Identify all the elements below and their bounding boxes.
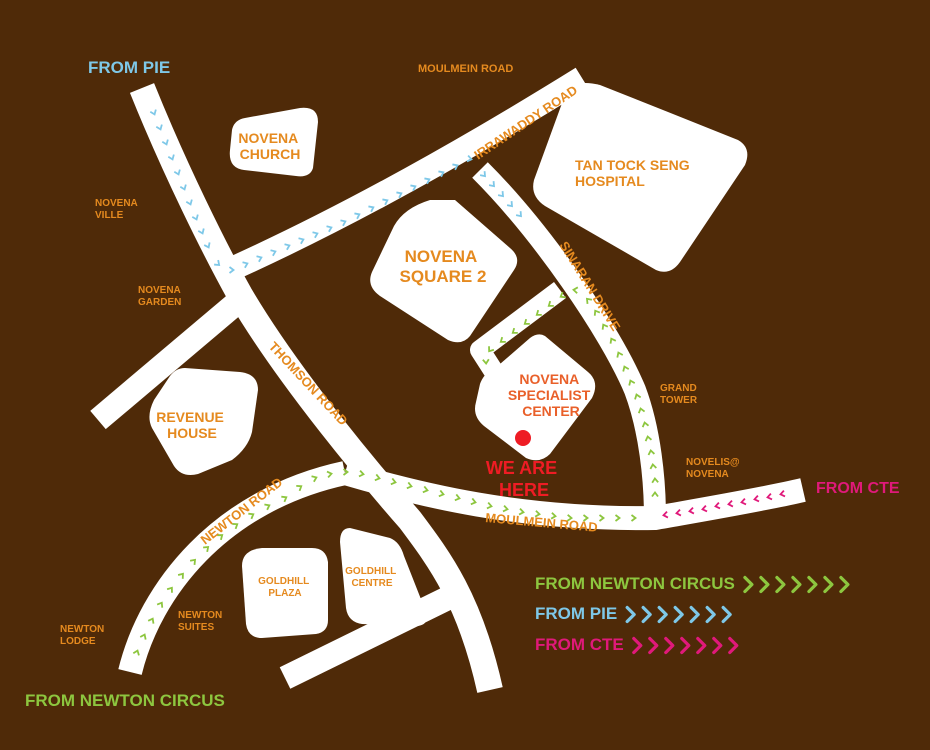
chevron-right-icon bbox=[696, 636, 707, 655]
grand-tower-label: GRAND TOWER bbox=[660, 383, 699, 406]
we-are-here-label: WE ARE HERE bbox=[486, 458, 562, 500]
chevron-right-icon bbox=[728, 636, 739, 655]
legend-item-newton: FROM NEWTON CIRCUS bbox=[535, 574, 850, 594]
from-cte-entry-label: FROM CTE bbox=[816, 480, 900, 497]
legend-item-cte: FROM CTE bbox=[535, 635, 739, 655]
newton-lodge-label: NEWTON LODGE bbox=[60, 624, 107, 647]
chevron-right-icon bbox=[712, 636, 723, 655]
location-dot-icon bbox=[515, 430, 531, 446]
revenue-house-building bbox=[149, 368, 258, 475]
chevron-right-icon bbox=[775, 575, 786, 594]
goldhill-centre-label: GOLDHILL CENTRE bbox=[345, 566, 399, 589]
chevron-right-icon bbox=[632, 636, 643, 655]
specialist-center-building bbox=[475, 334, 596, 461]
building-labels: NOVENA CHURCH TAN TOCK SENG HOSPITAL NOV… bbox=[156, 130, 694, 599]
chevron-right-icon bbox=[680, 636, 691, 655]
novena-garden-label: NOVENA GARDEN bbox=[138, 285, 183, 308]
chevron-right-icon bbox=[641, 605, 652, 624]
legend-pie-chevrons bbox=[625, 605, 732, 624]
goldhill-plaza-building bbox=[242, 548, 328, 638]
tan-tock-seng-building bbox=[533, 82, 748, 272]
buildings bbox=[149, 82, 748, 638]
place-labels: NOVENA VILLE NOVENA GARDEN GRAND TOWER N… bbox=[60, 198, 742, 647]
chevron-right-icon bbox=[807, 575, 818, 594]
revenue-house-label: REVENUE HOUSE bbox=[156, 409, 228, 441]
moulmein-road-top-label: MOULMEIN ROAD bbox=[418, 63, 513, 75]
chevron-right-icon bbox=[625, 605, 636, 624]
location-marker: WE ARE HERE bbox=[486, 430, 562, 500]
from-newton-entry-label: FROM NEWTON CIRCUS bbox=[25, 691, 225, 710]
legend-newton-label: FROM NEWTON CIRCUS bbox=[535, 574, 735, 593]
goldhill-plaza-label: GOLDHILL PLAZA bbox=[258, 576, 312, 599]
newton-suites-label: NEWTON SUITES bbox=[178, 610, 225, 633]
chevron-right-icon bbox=[689, 605, 700, 624]
novelis-label: NOVELIS@ NOVENA bbox=[686, 457, 742, 480]
from-pie-entry-label: FROM PIE bbox=[88, 58, 170, 77]
legend-pie-label: FROM PIE bbox=[535, 604, 617, 623]
chevron-right-icon bbox=[823, 575, 834, 594]
tan-tock-seng-label: TAN TOCK SENG HOSPITAL bbox=[575, 157, 694, 189]
novena-church-building bbox=[229, 107, 318, 177]
novena-square-building bbox=[370, 200, 518, 343]
legend-cte-label: FROM CTE bbox=[535, 635, 624, 654]
chevron-right-icon bbox=[791, 575, 802, 594]
novena-church-label: NOVENA CHURCH bbox=[238, 130, 301, 162]
legend-item-pie: FROM PIE bbox=[535, 604, 732, 624]
chevron-right-icon bbox=[648, 636, 659, 655]
chevron-right-icon bbox=[839, 575, 850, 594]
road-side-west bbox=[90, 290, 248, 430]
legend-cte-chevrons bbox=[632, 636, 739, 655]
specialist-center-label: NOVENA SPECIALIST CENTER bbox=[508, 371, 594, 419]
chevron-right-icon bbox=[673, 605, 684, 624]
chevron-right-icon bbox=[705, 605, 716, 624]
novena-ville-label: NOVENA VILLE bbox=[95, 198, 140, 221]
entry-labels: FROM PIE FROM CTE FROM NEWTON CIRCUS bbox=[25, 58, 900, 710]
chevron-right-icon bbox=[664, 636, 675, 655]
chevron-right-icon bbox=[759, 575, 770, 594]
route-legend: FROM NEWTON CIRCUS FROM PIE FROM CTE bbox=[535, 574, 850, 655]
goldhill-centre-building bbox=[340, 528, 427, 626]
chevron-right-icon bbox=[743, 575, 754, 594]
novena-square-label: NOVENA SQUARE 2 bbox=[400, 247, 487, 286]
legend-newton-chevrons bbox=[743, 575, 850, 594]
chevron-right-icon bbox=[657, 605, 668, 624]
chevron-right-icon bbox=[721, 605, 732, 624]
